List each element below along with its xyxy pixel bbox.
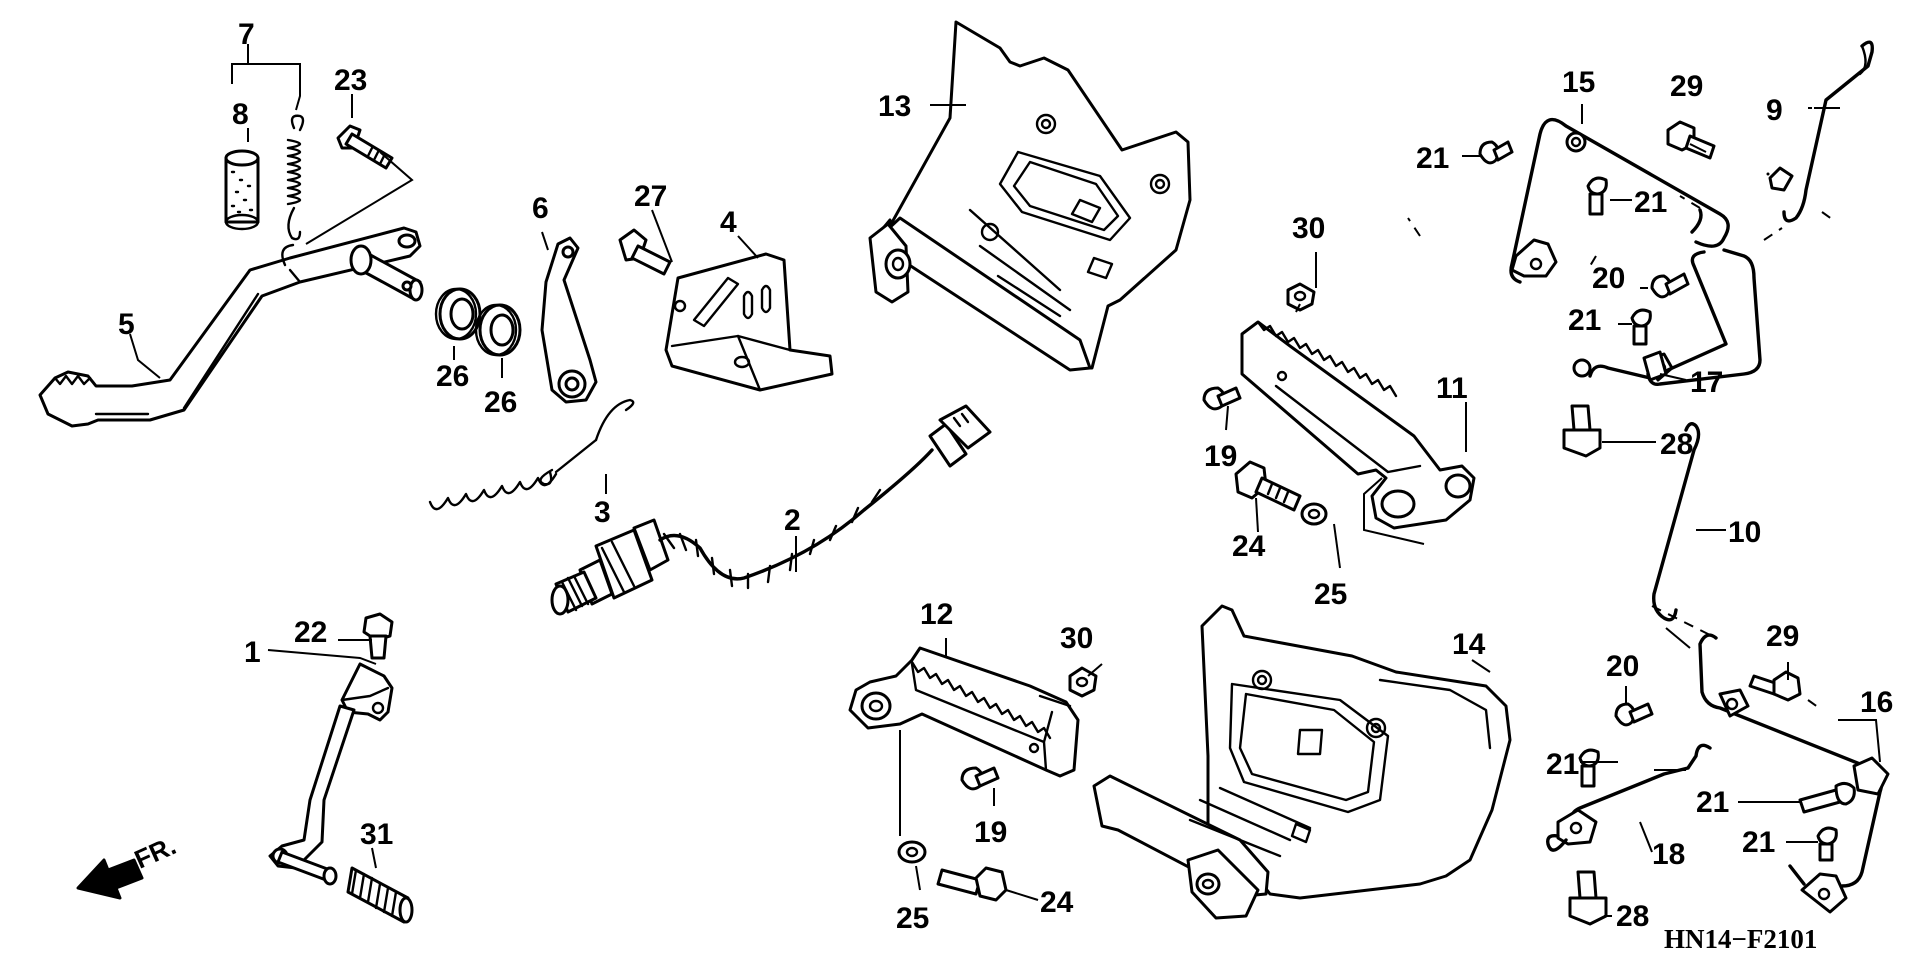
- bolt-part-29b: [1748, 670, 1802, 702]
- nut-part-30a: [1286, 282, 1316, 312]
- callout-28b: 28: [1616, 900, 1649, 933]
- callout-3: 3: [594, 496, 611, 529]
- oil-seal-part-26b: [474, 303, 522, 357]
- bolt-part-27: [618, 228, 672, 276]
- rod-part-10: [1651, 422, 1713, 637]
- callout-24b: 24: [1040, 886, 1074, 919]
- rod-part-17: [1572, 250, 1728, 382]
- callout-9: 9: [1766, 94, 1783, 127]
- callout-11: 11: [1436, 372, 1468, 405]
- bolt-part-24b: [936, 866, 1008, 902]
- brake-pedal-part-5: [38, 226, 424, 428]
- bracket-part-4: [664, 252, 834, 392]
- floor-guard-part-13: [868, 20, 1192, 372]
- screw-part-21d: [1578, 748, 1600, 788]
- callout-16: 16: [1860, 686, 1893, 719]
- footpeg-part-12: [848, 646, 1080, 778]
- spring-part-7: [286, 114, 305, 241]
- switch-part-2: [550, 404, 992, 616]
- callout-1: 1: [244, 636, 261, 669]
- callout-8: 8: [232, 98, 249, 131]
- callout-6: 6: [532, 192, 549, 225]
- callout-15: 15: [1562, 66, 1595, 99]
- callout-22: 22: [294, 616, 327, 649]
- callout-20b: 20: [1606, 650, 1639, 683]
- bolt-part-29a: [1666, 120, 1716, 160]
- callout-20a: 20: [1592, 262, 1625, 295]
- washer-part-25a: [1300, 502, 1328, 526]
- screw-part-21f: [1816, 826, 1838, 862]
- screw-part-21b: [1586, 176, 1608, 216]
- callout-12: 12: [920, 598, 953, 631]
- callout-31: 31: [360, 818, 393, 851]
- screw-part-20a: [1650, 272, 1690, 299]
- callout-25b: 25: [896, 902, 929, 935]
- callout-5: 5: [118, 308, 135, 341]
- callout-29b: 29: [1766, 620, 1799, 653]
- callout-27: 27: [634, 180, 667, 213]
- callout-19b: 19: [974, 816, 1007, 849]
- screw-part-19b: [960, 766, 1000, 791]
- screw-part-20b: [1614, 702, 1654, 727]
- callout-21d: 21: [1546, 748, 1579, 781]
- sleeve-part-8: [224, 149, 260, 231]
- shift-pedal-part-1: [268, 662, 394, 886]
- callout-21f: 21: [1742, 826, 1775, 859]
- callout-30b: 30: [1060, 622, 1093, 655]
- callout-14: 14: [1452, 628, 1486, 661]
- screw-part-19a: [1202, 386, 1242, 411]
- screw-part-21e: [1798, 781, 1856, 814]
- callout-10: 10: [1728, 516, 1761, 549]
- callout-24a: 24: [1232, 530, 1266, 563]
- bolt-part-24a: [1234, 460, 1302, 512]
- pedal-rubber-part-31: [346, 866, 414, 924]
- callout-25a: 25: [1314, 578, 1347, 611]
- oil-seal-part-26a: [434, 287, 482, 341]
- floor-guard-part-14: [1092, 604, 1512, 920]
- callout-28a: 28: [1660, 428, 1693, 461]
- callout-19a: 19: [1204, 440, 1237, 473]
- callout-21e: 21: [1696, 786, 1729, 819]
- callout-26a: 26: [436, 360, 469, 393]
- callout-13: 13: [878, 90, 911, 123]
- callout-7: 7: [238, 18, 255, 51]
- callout-21b: 21: [1634, 186, 1667, 219]
- diagram-code: HN14−F2101: [1664, 924, 1817, 954]
- bracket-part-16: [1698, 633, 1890, 914]
- bolt-part-22: [362, 612, 394, 660]
- bracket-part-15: [1509, 117, 1794, 386]
- arm-part-6: [540, 236, 598, 404]
- callout-17: 17: [1690, 366, 1723, 399]
- callout-2: 2: [784, 504, 801, 537]
- callout-21a: 21: [1416, 142, 1449, 175]
- bolt-part-28b: [1568, 870, 1608, 926]
- callout-26b: 26: [484, 386, 517, 419]
- callout-30a: 30: [1292, 212, 1325, 245]
- callout-21c: 21: [1568, 304, 1601, 337]
- callout-numbers: 7 8 23 5 6 27 4 13 26 26 3 2 22 1 31 30 …: [118, 18, 1893, 935]
- leader-lines: [129, 44, 1881, 917]
- spring-part-3: [428, 398, 635, 511]
- screw-part-21a: [1478, 140, 1514, 165]
- callout-29a: 29: [1670, 70, 1703, 103]
- screw-part-21c: [1630, 308, 1652, 346]
- callout-18: 18: [1652, 838, 1685, 871]
- washer-part-25b: [897, 840, 927, 864]
- callout-4: 4: [720, 206, 737, 239]
- rod-part-9: [1782, 40, 1874, 223]
- callout-23: 23: [334, 64, 367, 97]
- bolt-part-28a: [1562, 404, 1602, 458]
- front-direction-arrow: FR.: [76, 830, 180, 900]
- bolt-part-23: [336, 124, 394, 170]
- footpeg-part-11: [1240, 320, 1476, 530]
